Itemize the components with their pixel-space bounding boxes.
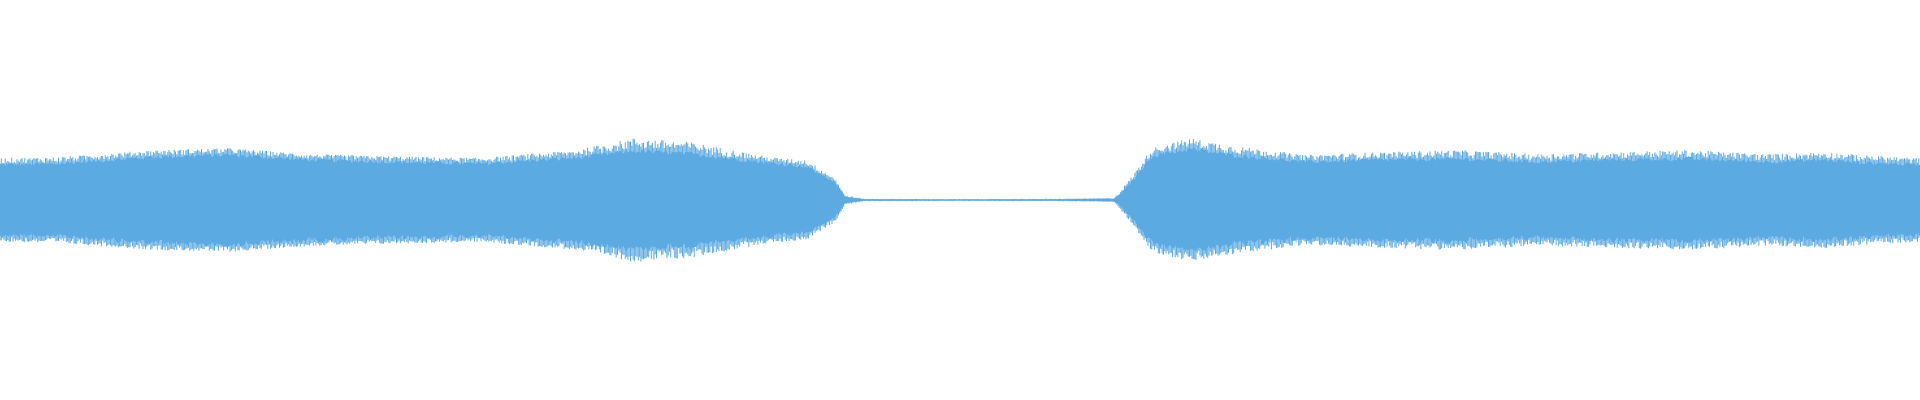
waveform-canvas (0, 138, 1920, 262)
